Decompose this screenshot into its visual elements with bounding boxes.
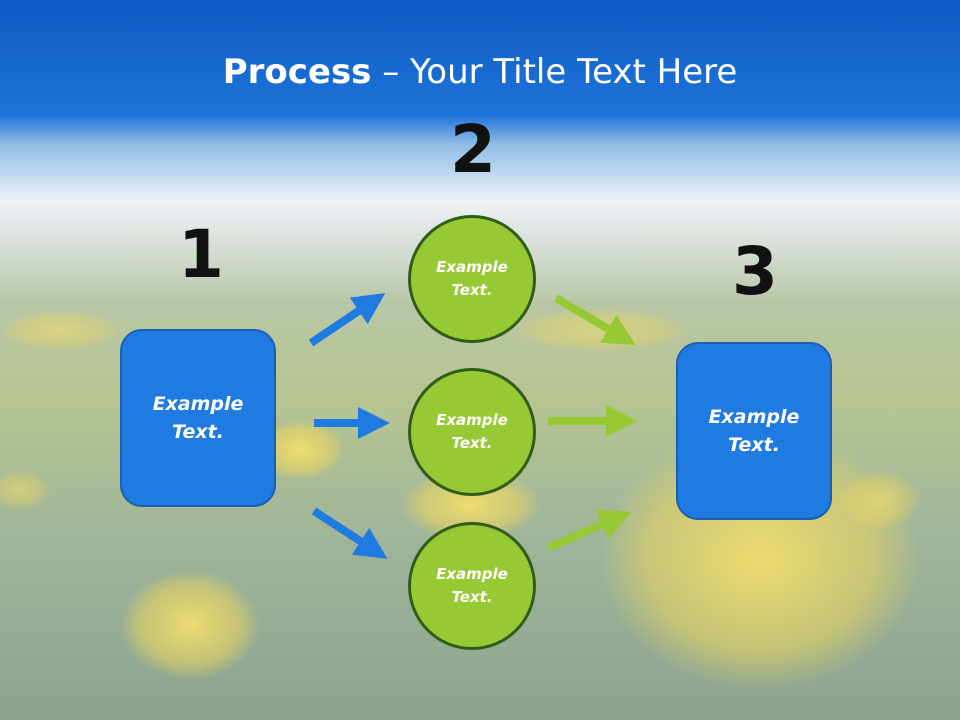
title-bold: Process — [222, 52, 372, 92]
step-3-number: 3 — [732, 233, 778, 310]
step-3-box: Example Text. — [676, 342, 832, 520]
step-2-number: 2 — [450, 111, 496, 188]
step-1-box: Example Text. — [120, 329, 276, 507]
slide-title: Process – Your Title Text Here — [0, 52, 960, 92]
step-2-node-middle: Example Text. — [408, 368, 536, 496]
step-2-node-top-text: Example Text. — [436, 257, 508, 299]
step-2-node-bottom: Example Text. — [408, 522, 536, 650]
step-1-text: Example Text. — [152, 392, 244, 444]
step-2-node-middle-text: Example Text. — [436, 410, 508, 452]
arrow-1-to-top — [308, 293, 386, 347]
arrow-top-to-3 — [553, 294, 636, 346]
title-rest: – Your Title Text Here — [371, 52, 738, 92]
arrow-bottom-to-3 — [546, 509, 632, 552]
step-2-node-bottom-text: Example Text. — [436, 564, 508, 606]
step-1-number: 1 — [178, 216, 224, 293]
step-3-text: Example Text. — [708, 405, 800, 457]
arrow-1-to-bottom — [311, 507, 388, 559]
step-2-node-top: Example Text. — [408, 215, 536, 343]
